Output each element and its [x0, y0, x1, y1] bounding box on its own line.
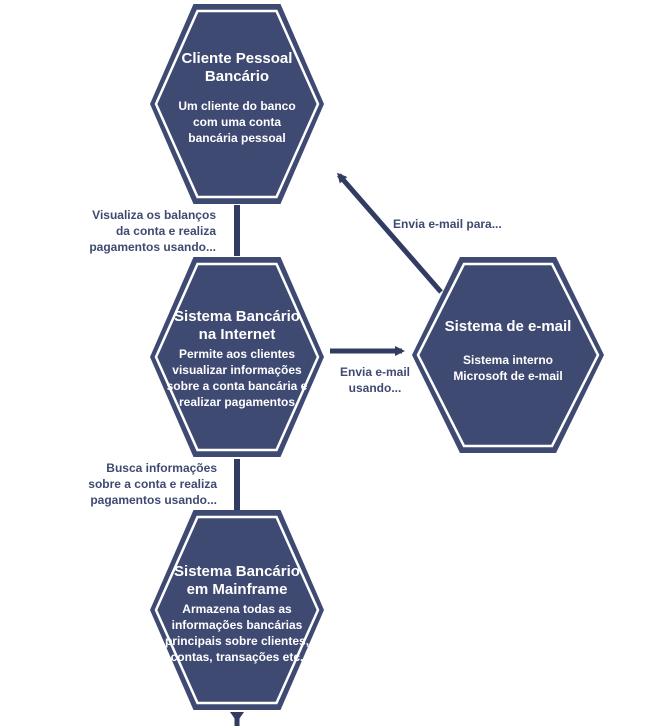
node-internet-banking-description: Permite aos clientes visualizar informaç…	[166, 347, 308, 409]
hex-customer	[150, 4, 324, 204]
edge-label-customer-to-internet: Visualiza os balanços da conta e realiza…	[89, 208, 216, 254]
node-mainframe: Sistema Bancário em Mainframe Armazena t…	[164, 563, 310, 665]
edge-label-email-to-customer: Envia e-mail para...	[393, 217, 502, 231]
edge-label-internet-to-email: Envia e-mail usando...	[339, 365, 411, 395]
edge-mainframe-out-arrowhead	[230, 712, 244, 722]
node-mainframe-description: Armazena todas as informações bancárias …	[164, 602, 310, 664]
node-customer-title: Cliente Pessoal Bancário	[181, 50, 293, 85]
node-customer-description: Um cliente do banco com uma conta bancár…	[178, 99, 296, 145]
node-internet-banking: Sistema Bancário na Internet Permite aos…	[164, 308, 310, 410]
node-internet-banking-title: Sistema Bancário na Internet	[174, 308, 300, 343]
edge-label-internet-to-mainframe: Busca informações sobre a conta e realiz…	[88, 461, 217, 507]
edge-email-to-customer	[337, 172, 443, 294]
hex-internet-banking	[150, 257, 324, 457]
node-email-system: Sistema de e-mail Sistema interno Micros…	[438, 318, 578, 384]
node-mainframe-title: Sistema Bancário em Mainframe	[174, 563, 300, 598]
node-customer: Cliente Pessoal Bancário Um cliente do b…	[167, 50, 307, 146]
node-email-system-title: Sistema de e-mail	[444, 318, 572, 335]
hex-mainframe	[150, 510, 324, 710]
hex-email-system	[412, 257, 604, 453]
node-email-system-description: Sistema interno Microsoft de e-mail	[453, 353, 563, 383]
